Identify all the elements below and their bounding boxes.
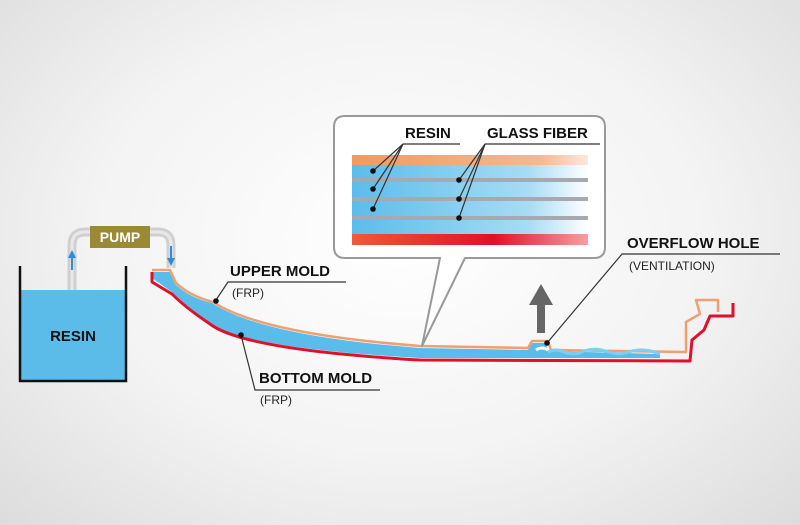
- upper-mold-callout: UPPER MOLD (FRP): [213, 263, 346, 304]
- resin-tank: RESIN: [18, 266, 128, 383]
- overflow-hole-label: OVERFLOW HOLE: [627, 235, 760, 252]
- bottom-mold-sub-label: (FRP): [260, 393, 292, 407]
- upper-mold-label: UPPER MOLD: [230, 263, 330, 280]
- arrow-down-icon: [167, 246, 175, 266]
- tank-resin-label: RESIN: [50, 328, 96, 345]
- vent-arrow-icon: [529, 284, 553, 333]
- pump-label: PUMP: [100, 229, 140, 245]
- bottom-mold-callout: BOTTOM MOLD (FRP): [238, 332, 380, 407]
- detail-glass-fiber-label: GLASS FIBER: [487, 125, 588, 142]
- arrow-up-icon: [68, 250, 76, 270]
- upper-mold-sub-label: (FRP): [232, 286, 264, 300]
- resin-channel: [152, 272, 660, 358]
- pump-box: PUMP: [90, 226, 150, 248]
- upper-mold: [152, 268, 720, 354]
- bottom-mold-layer: [352, 234, 588, 245]
- overflow-resin: [547, 347, 661, 356]
- overflow-hole-callout: OVERFLOW HOLE (VENTILATION): [544, 235, 780, 346]
- bottom-mold: [150, 272, 735, 363]
- bottom-mold-label: BOTTOM MOLD: [259, 370, 372, 387]
- detail-callout: RESIN GLASS FIBER: [333, 115, 606, 347]
- overflow-hole-sub-label: (VENTILATION): [629, 259, 715, 273]
- upper-mold-layer: [352, 155, 588, 165]
- detail-resin-label: RESIN: [405, 125, 451, 142]
